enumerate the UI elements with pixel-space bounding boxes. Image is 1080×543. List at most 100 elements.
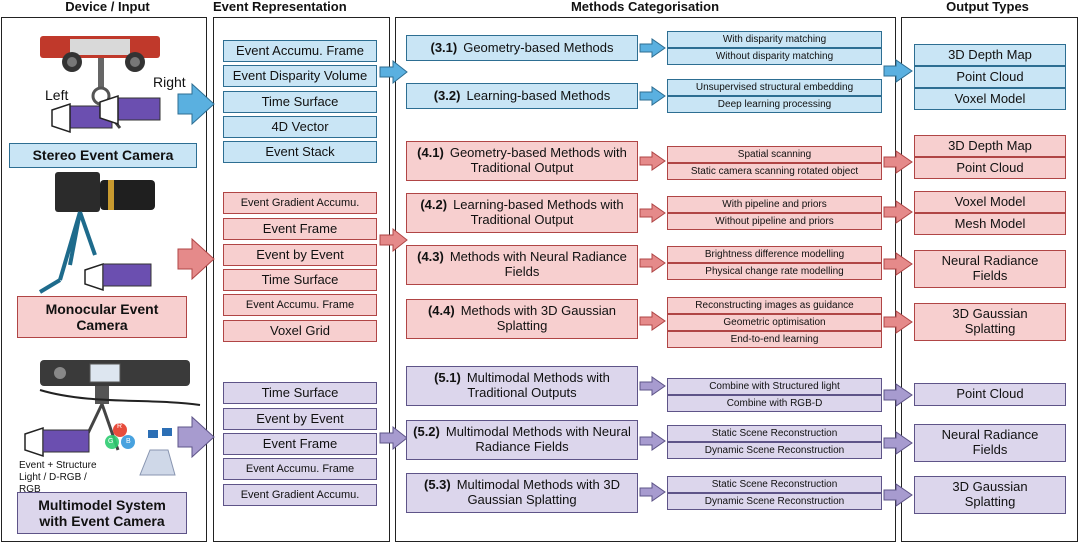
sub-4-4-c: End-to-end learning: [667, 331, 882, 348]
method-title: Multimodal Methods with 3D Gaussian Spla…: [456, 477, 621, 507]
sub-4-2-b: Without pipeline and priors: [667, 213, 882, 230]
rep-multi-2: Event by Event: [223, 408, 377, 430]
method-title: Methods with Neural Radiance Fields: [449, 249, 627, 279]
output-arrows: [883, 59, 913, 507]
method-number: (4.3): [417, 249, 444, 265]
method-5-3: (5.3) Multimodal Methods with 3D Gaussian…: [406, 473, 638, 513]
multimodal-caption: Event + Structure Light / D-RGB / RGB: [19, 460, 97, 495]
sub-4-4-a: Reconstructing images as guidance: [667, 297, 882, 314]
sub-3-1-b: Without disparity matching: [667, 48, 882, 65]
method-number: (5.1): [434, 370, 461, 386]
header-methods: Methods Categorisation: [570, 0, 720, 14]
method-title: Multimodal Methods with Traditional Outp…: [466, 370, 610, 400]
sub-4-3-b: Physical change rate modelling: [667, 263, 882, 280]
right-label: Right: [153, 74, 186, 90]
sub-5-1-b: Combine with RGB-D: [667, 395, 882, 412]
rep-stereo-1: Event Accumu. Frame: [223, 40, 377, 62]
multi-big-arrow: [177, 415, 215, 459]
method-number: (5.2): [413, 424, 440, 440]
sub-4-3-a: Brightness difference modelling: [667, 246, 882, 263]
header-representation: Event Representation: [213, 0, 347, 14]
rgb-letter-g: G: [108, 438, 114, 445]
method-title: Geometry-based Methods: [463, 39, 614, 55]
method-number: (4.4): [427, 303, 455, 319]
rep-arrow-multi: [379, 425, 408, 451]
out-stereo-1: 3D Depth Map: [914, 44, 1066, 66]
method-4-2: (4.2) Learning-based Methods with Traditi…: [406, 193, 638, 233]
method-4-1: (4.1) Geometry-based Methods with Traditi…: [406, 141, 638, 181]
out-41-1: 3D Depth Map: [914, 135, 1066, 157]
sub-4-1-a: Spatial scanning: [667, 146, 882, 163]
out-44: 3D Gaussian Splatting: [914, 303, 1066, 341]
device-multi-label: Multimodel System with Event Camera: [17, 492, 187, 534]
method-title: Methods with 3D Gaussian Splatting: [460, 303, 617, 333]
method-number: (3.2): [433, 87, 461, 103]
stereo-big-arrow: [177, 82, 215, 126]
rgb-letter-r: R: [117, 423, 123, 430]
rep-mono-1: Event Gradient Accumu.: [223, 192, 377, 214]
sub-4-4-b: Geometric optimisation: [667, 314, 882, 331]
sub-5-2-a: Static Scene Reconstruction: [667, 425, 882, 442]
sub-4-2-a: With pipeline and priors: [667, 196, 882, 213]
out-43: Neural Radiance Fields: [914, 250, 1066, 288]
method-title: Learning-based Methods with Traditional …: [453, 197, 624, 227]
method-4-3: (4.3) Methods with Neural Radiance Fields: [406, 245, 638, 285]
rep-mono-2: Event Frame: [223, 218, 377, 240]
rep-stereo-2: Event Disparity Volume: [223, 65, 377, 87]
method-title: Learning-based Methods: [466, 87, 611, 103]
method-5-2: (5.2) Multimodal Methods with Neural Radi…: [406, 420, 638, 460]
rep-mono-5: Event Accumu. Frame: [223, 294, 377, 316]
rep-stereo-5: Event Stack: [223, 141, 377, 163]
sub-3-2-a: Unsupervised structural embedding: [667, 79, 882, 96]
rep-multi-4: Event Accumu. Frame: [223, 458, 377, 480]
rep-arrow-stereo: [379, 59, 408, 85]
method-title: Geometry-based Methods with Traditional …: [449, 145, 627, 175]
sub-5-2-b: Dynamic Scene Reconstruction: [667, 442, 882, 459]
mono-big-arrow: [177, 237, 215, 281]
multimodal-system-image: [24, 360, 201, 476]
sub-4-1-b: Static camera scanning rotated object: [667, 163, 882, 180]
rep-arrow-mono: [379, 227, 408, 253]
rep-multi-1: Time Surface: [223, 382, 377, 404]
out-41-2: Point Cloud: [914, 157, 1066, 179]
method-3-2: (3.2) Learning-based Methods: [406, 83, 638, 109]
method-arrows: [639, 38, 666, 502]
method-number: (5.3): [423, 477, 451, 493]
out-53: 3D Gaussian Splatting: [914, 476, 1066, 514]
out-42-1: Voxel Model: [914, 191, 1066, 213]
method-3-1: (3.1) Geometry-based Methods: [406, 35, 638, 61]
out-51: Point Cloud: [914, 383, 1066, 406]
method-number: (3.1): [430, 39, 458, 55]
method-5-1: (5.1) Multimodal Methods with Traditional…: [406, 366, 638, 406]
sub-3-1-a: With disparity matching: [667, 31, 882, 48]
out-52: Neural Radiance Fields: [914, 424, 1066, 462]
rep-mono-6: Voxel Grid: [223, 320, 377, 342]
rep-mono-3: Event by Event: [223, 244, 377, 266]
rgb-letter-b: B: [126, 438, 131, 445]
method-title: Multimodal Methods with Neural Radiance …: [445, 424, 631, 454]
rep-stereo-4: 4D Vector: [223, 116, 377, 138]
method-4-4: (4.4) Methods with 3D Gaussian Splatting: [406, 299, 638, 339]
out-stereo-3: Voxel Model: [914, 88, 1066, 110]
header-device: Device / Input: [65, 0, 150, 14]
sub-5-1-a: Combine with Structured light: [667, 378, 882, 395]
mono-camera-image: [38, 172, 155, 294]
out-42-2: Mesh Model: [914, 213, 1066, 235]
left-label: Left: [45, 87, 69, 103]
method-number: (4.1): [417, 145, 444, 161]
device-stereo-label: Stereo Event Camera: [9, 143, 197, 168]
rep-multi-5: Event Gradient Accumu.: [223, 484, 377, 506]
rep-mono-4: Time Surface: [223, 269, 377, 291]
out-stereo-2: Point Cloud: [914, 66, 1066, 88]
rep-stereo-3: Time Surface: [223, 91, 377, 113]
sub-5-3-b: Dynamic Scene Reconstruction: [667, 493, 882, 510]
header-outputs: Output Types: [946, 0, 1029, 14]
sub-3-2-b: Deep learning processing: [667, 96, 882, 113]
rep-multi-3: Event Frame: [223, 433, 377, 455]
device-mono-label: Monocular Event Camera: [17, 296, 187, 338]
method-number: (4.2): [420, 197, 448, 213]
sub-5-3-a: Static Scene Reconstruction: [667, 476, 882, 493]
stereo-camera-image: [40, 36, 161, 134]
